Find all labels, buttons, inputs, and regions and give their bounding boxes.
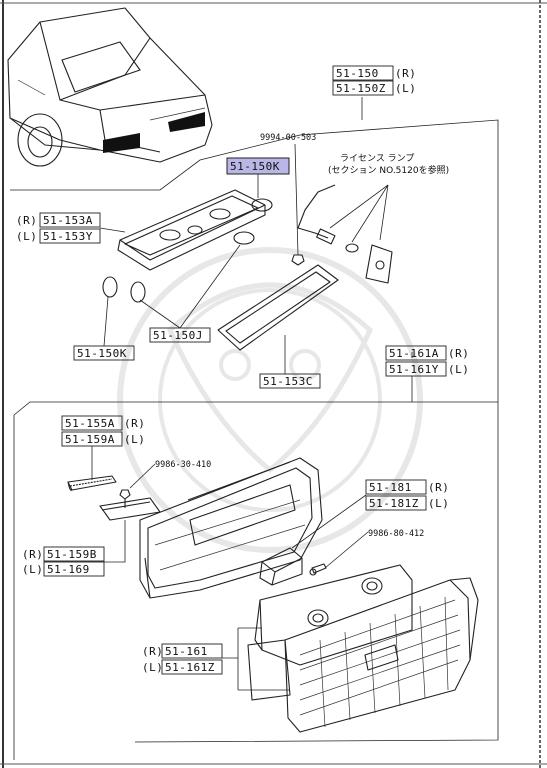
garnish-l-side: (L): [22, 563, 43, 576]
socket-r-code: 51-153A: [43, 214, 93, 227]
lamp-l-code: 51-161Z: [165, 661, 215, 674]
reflector-r-code: 51-181: [369, 481, 412, 494]
bolt-top-code: 9994-00-503: [260, 133, 316, 143]
socket-label-group: (R) 51-153A (L) 51-153Y: [16, 212, 126, 244]
screw-b-code: 9986-80-412: [368, 529, 424, 539]
gasket-code: 51-153C: [263, 375, 313, 388]
assy-label-group: 51-150 (R) 51-150Z (L): [10, 65, 499, 743]
trim-r-side: (R): [124, 417, 145, 430]
socket-l-side: (L): [16, 230, 37, 243]
trim-l-side: (L): [124, 433, 145, 446]
bulb-small-code: 51-150J: [153, 329, 203, 342]
socket-l-code: 51-153Y: [43, 230, 93, 243]
license-note-line2: (セクション NO.5120を参照): [328, 164, 449, 176]
lens-r-side: (R): [448, 347, 469, 360]
garnish-l-code: 51-169: [47, 563, 90, 576]
garnish-r-side: (R): [22, 548, 43, 561]
screw-a-code: 9986-30-410: [155, 460, 211, 470]
assy-l-code: 51-150Z: [336, 82, 386, 95]
assy-r-code: 51-150: [336, 67, 379, 80]
reflector-l-side: (L): [428, 497, 449, 510]
reflector-label-group: 51-181 (R) 51-181Z (L): [291, 479, 449, 549]
car-rear-illustration: [7, 7, 213, 167]
lamp-r-side: (R): [142, 645, 163, 658]
reflector-l-code: 51-181Z: [369, 497, 419, 510]
reflector: [259, 547, 303, 586]
screw-b-icon: [309, 563, 327, 576]
lamp-r-code: 51-161: [165, 645, 208, 658]
rear-lamp-lens: [284, 577, 479, 733]
highlight-code: 51-150K: [230, 160, 280, 173]
bulb-k-code: 51-150K: [77, 347, 127, 360]
lamp-label-group: (R) 51-161 (L) 51-161Z: [142, 627, 290, 691]
socket-plate: [117, 189, 266, 271]
rear-lamp-body: [247, 564, 413, 701]
garnish-bracket: [99, 497, 161, 521]
reflector-r-side: (R): [428, 481, 449, 494]
bolt-icon: [291, 254, 305, 266]
lens-l-code: 51-161Y: [389, 363, 439, 376]
trim-l-code: 51-159A: [65, 433, 115, 446]
license-note-line1: ライセンス ランプ: [340, 153, 414, 164]
watermark-emblem: [117, 247, 423, 553]
gasket: [217, 264, 339, 351]
license-lamp-socket: [297, 184, 393, 284]
lens-label-group: 51-161A (R) 51-161Y (L): [13, 345, 498, 760]
bulb-icon-group: [102, 198, 273, 303]
garnish-label-group: (R) 51-159B (L) 51-169: [22, 520, 126, 577]
trim-r-code: 51-155A: [65, 417, 115, 430]
assy-l-side: (L): [395, 82, 416, 95]
highlighted-part[interactable]: 51-150K: [226, 157, 290, 175]
trim-strip: [67, 475, 117, 491]
assy-r-side: (R): [395, 67, 416, 80]
socket-r-side: (R): [16, 214, 37, 227]
trim-label-group: 51-155A (R) 51-159A (L): [61, 415, 145, 480]
lens-r-code: 51-161A: [389, 347, 439, 360]
garnish-r-code: 51-159B: [47, 548, 97, 561]
lens-l-side: (L): [448, 363, 469, 376]
lamp-l-side: (L): [142, 661, 163, 674]
